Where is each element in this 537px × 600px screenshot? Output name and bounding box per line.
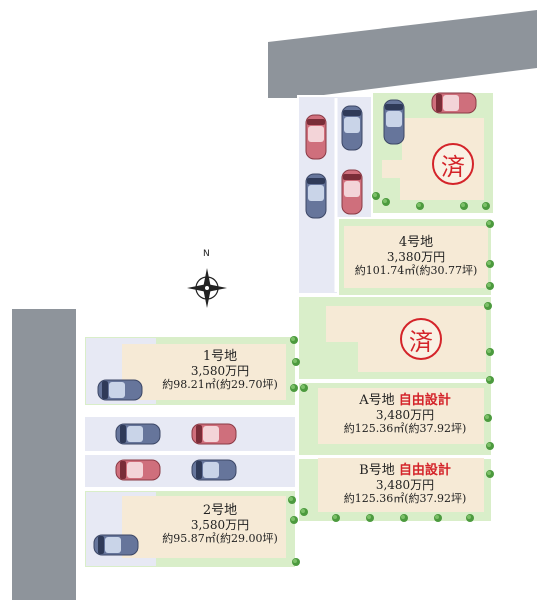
car-red bbox=[341, 169, 363, 215]
car-red bbox=[305, 114, 327, 160]
free-design-badge: 自由設計 bbox=[398, 393, 451, 408]
lot-name: 2号地 bbox=[202, 503, 238, 518]
car-blue bbox=[97, 379, 143, 401]
lot-name: 4号地 bbox=[398, 235, 434, 250]
car-blue bbox=[383, 99, 405, 145]
car-blue bbox=[341, 105, 363, 151]
car-blue bbox=[115, 423, 161, 445]
lot-1-building bbox=[122, 344, 286, 400]
car-red bbox=[191, 423, 237, 445]
sold-stamp: 済 bbox=[432, 143, 474, 185]
car-red bbox=[115, 459, 161, 481]
sold-stamp: 済 bbox=[400, 318, 442, 360]
road-north bbox=[268, 10, 537, 98]
lot-price: 3,580万円 bbox=[190, 517, 250, 532]
free-design-badge: 自由設計 bbox=[398, 463, 451, 478]
lot-4-building bbox=[344, 226, 488, 288]
lot-name: A号地 bbox=[359, 393, 395, 408]
lot-area: 約125.36㎡(約37.92坪) bbox=[343, 421, 467, 435]
lot-name: 1号地 bbox=[202, 349, 238, 364]
lot-price: 3,480万円 bbox=[375, 407, 435, 422]
lot-label-1: 1号地 3,580万円 約98.21㎡(約29.70坪) bbox=[150, 349, 290, 391]
road-west bbox=[12, 309, 76, 600]
lot-price: 3,380万円 bbox=[386, 249, 446, 264]
car-blue bbox=[93, 534, 139, 556]
car-blue bbox=[305, 173, 327, 219]
lot-name: B号地 bbox=[359, 463, 395, 478]
lot-area: 約125.36㎡(約37.92坪) bbox=[343, 491, 467, 505]
lot-2-building bbox=[122, 496, 286, 558]
lot-label-a: A号地 自由設計 3,480万円 約125.36㎡(約37.92坪) bbox=[330, 393, 480, 435]
lot-area: 約101.74㎡(約30.77坪) bbox=[354, 263, 478, 277]
lot-label-2: 2号地 3,580万円 約95.87㎡(約29.00坪) bbox=[150, 503, 290, 545]
car-red bbox=[431, 92, 477, 114]
lot-price: 3,580万円 bbox=[190, 363, 250, 378]
lot-label-4: 4号地 3,380万円 約101.74㎡(約30.77坪) bbox=[346, 235, 486, 277]
car-blue bbox=[191, 459, 237, 481]
lot-price: 3,480万円 bbox=[375, 477, 435, 492]
compass-icon bbox=[187, 268, 227, 308]
lot-label-b: B号地 自由設計 3,480万円 約125.36㎡(約37.92坪) bbox=[330, 463, 480, 505]
lot-area: 約98.21㎡(約29.70坪) bbox=[162, 377, 278, 391]
lot-b-building bbox=[318, 458, 484, 512]
compass-north-label: N bbox=[203, 249, 210, 259]
lot-area: 約95.87㎡(約29.00坪) bbox=[162, 531, 278, 545]
lot-a-building bbox=[318, 388, 484, 444]
